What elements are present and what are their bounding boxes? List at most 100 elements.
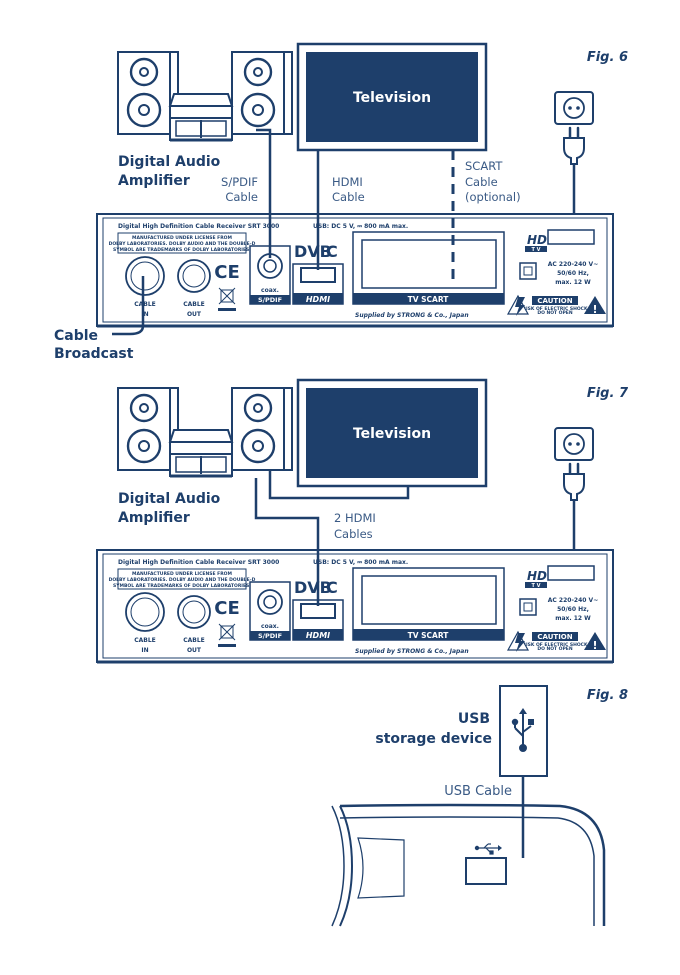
power-spec-line3: max. 12 W [555, 615, 591, 622]
license-line2: DOLBY LABORATORIES. DOLBY AUDIO AND THE … [109, 577, 256, 583]
usb-spec-text: USB: DC 5 V, ⎓ 800 mA max. [313, 223, 408, 230]
power-plug-icon [553, 90, 595, 166]
receiver-front-panel [331, 803, 606, 927]
dvb-c-logo-icon: DVB C [294, 242, 338, 261]
receiver-back-panel: Digital High Definition Cable Receiver S… [96, 213, 614, 328]
tv-scart-port-icon [361, 575, 497, 625]
coax-label: coax. [261, 287, 279, 294]
hd-sub-text: T V [531, 583, 540, 589]
scart-cable-label-line1: SCART [465, 159, 503, 173]
right-speaker-icon [230, 50, 294, 136]
hdmi-cable-label-line2: Cable [332, 190, 365, 204]
license-line1: MANUFACTURED UNDER LICENSE FROM [132, 235, 232, 241]
figure-7-label: Fig. 7 [587, 386, 629, 401]
hd-logo-text: HD [527, 233, 547, 247]
television-label: Television [353, 426, 431, 442]
weee-bin-icon [218, 623, 236, 647]
television-screen [306, 388, 478, 478]
license-line3: SYMBOL ARE TRADEMARKS OF DOLBY LABORATOR… [113, 583, 251, 589]
scart-cable-label-line2: Cable [465, 175, 498, 189]
front-usb-symbol-icon [474, 843, 502, 855]
supplied-by-text: Supplied by STRONG & Co., Japan [355, 312, 469, 319]
dvb-logo-text: DVB [294, 578, 332, 597]
hd-tv-logo-icon: HD T V [525, 233, 547, 253]
cable-out-label-line1: CABLE [183, 301, 205, 308]
figure-6: Fig. 6 Television Digital Audio Amplifie… [54, 42, 628, 362]
hdmi-cable-label-line1: HDMI [332, 175, 363, 189]
svg-text:!: ! [592, 639, 597, 652]
receiver-back-panel: Digital High Definition Cable Receiver S… [96, 549, 614, 664]
hdmi-port-icon [300, 603, 336, 619]
hd-logo-text: HD [527, 569, 547, 583]
power-socket-icon [519, 598, 537, 616]
tv-scart-port-icon [361, 239, 497, 289]
dvb-c-logo-text: C [326, 578, 338, 597]
power-spec-line1: AC 220-240 V~ [548, 261, 598, 268]
shock-warning-icon [506, 294, 530, 316]
cable-in-label-line2: IN [141, 647, 148, 654]
two-hdmi-label-line1: 2 HDMI [334, 511, 376, 525]
tv-scart-label: TV SCART [408, 631, 450, 640]
hdmi-port-label: HDMI [306, 631, 330, 640]
usb-cable-label: USB Cable [444, 784, 512, 799]
dvb-c-logo-text: C [326, 242, 338, 261]
caution-sub-line1: RISK OF ELECTRIC SHOCK [523, 642, 588, 648]
exclamation-warning-icon: ! [584, 632, 606, 652]
coax-label: coax. [261, 623, 279, 630]
cable-in-label-line1: CABLE [134, 301, 156, 308]
caution-sub-line2: DO NOT OPEN [537, 646, 573, 652]
coax-spdif-port-icon [257, 589, 283, 615]
shock-warning-icon [506, 630, 530, 652]
amplifier-unit-icon [168, 92, 234, 142]
dvb-logo-text: DVB [294, 242, 332, 261]
figure-7: Fig. 7 Television Digital Audio Amplifie… [96, 378, 629, 664]
power-spec-line1: AC 220-240 V~ [548, 597, 598, 604]
spdif-cable-label-line2: Cable [225, 190, 258, 204]
receiver-model-text: Digital High Definition Cable Receiver S… [118, 223, 279, 230]
power-spec-line2: 50/60 Hz, [557, 606, 589, 613]
caution-label: CAUTION [537, 297, 572, 305]
rear-usb-slot [547, 229, 595, 245]
amplifier-label-line2: Amplifier [118, 173, 190, 189]
amplifier-label-line1: Digital Audio [118, 154, 221, 170]
television-screen [306, 52, 478, 142]
cable-in-label-line1: CABLE [134, 637, 156, 644]
cable-in-label-line2: IN [141, 311, 148, 318]
hd-tv-logo-icon: HD T V [525, 569, 547, 589]
ce-mark-icon: CE [214, 262, 240, 283]
hd-sub-text: T V [531, 247, 540, 253]
cable-broadcast-label-line1: Cable [54, 328, 98, 344]
spdif-cable-label-line1: S/PDIF [221, 175, 258, 189]
caution-label: CAUTION [537, 633, 572, 641]
caution-sub-line2: DO NOT OPEN [537, 310, 573, 316]
cable-out-label-line2: OUT [187, 647, 202, 654]
spdif-port-label: S/PDIF [258, 296, 282, 304]
license-line3: SYMBOL ARE TRADEMARKS OF DOLBY LABORATOR… [113, 247, 251, 253]
hdmi-port-icon [300, 267, 336, 283]
receiver-model-text: Digital High Definition Cable Receiver S… [118, 559, 279, 566]
figure-8: Fig. 8 USB storage device USB Cable [331, 685, 628, 927]
amplifier-unit-icon [168, 428, 234, 478]
scart-cable-label-line3: (optional) [465, 190, 521, 204]
cable-out-label-line2: OUT [187, 311, 202, 318]
usb-device-label-line2: storage device [375, 731, 492, 747]
cable-out-label-line1: CABLE [183, 637, 205, 644]
svg-text:!: ! [592, 303, 597, 316]
cable-broadcast-label-line2: Broadcast [54, 346, 134, 362]
cable-in-port-icon [125, 592, 165, 632]
usb-symbol-icon [511, 708, 534, 752]
right-speaker-icon [230, 386, 294, 472]
weee-bin-icon [218, 287, 236, 311]
license-line1: MANUFACTURED UNDER LICENSE FROM [132, 571, 232, 577]
tv-scart-label: TV SCART [408, 295, 450, 304]
front-usb-port-icon [465, 857, 507, 885]
television-label: Television [353, 90, 431, 106]
usb-spec-text: USB: DC 5 V, ⎓ 800 mA max. [313, 559, 408, 566]
power-spec-line2: 50/60 Hz, [557, 270, 589, 277]
license-line2: DOLBY LABORATORIES. DOLBY AUDIO AND THE … [109, 241, 256, 247]
power-plug-icon [553, 426, 595, 502]
power-socket-icon [519, 262, 537, 280]
figure-6-label: Fig. 6 [587, 50, 628, 65]
dvb-c-logo-icon: DVB C [294, 578, 338, 597]
